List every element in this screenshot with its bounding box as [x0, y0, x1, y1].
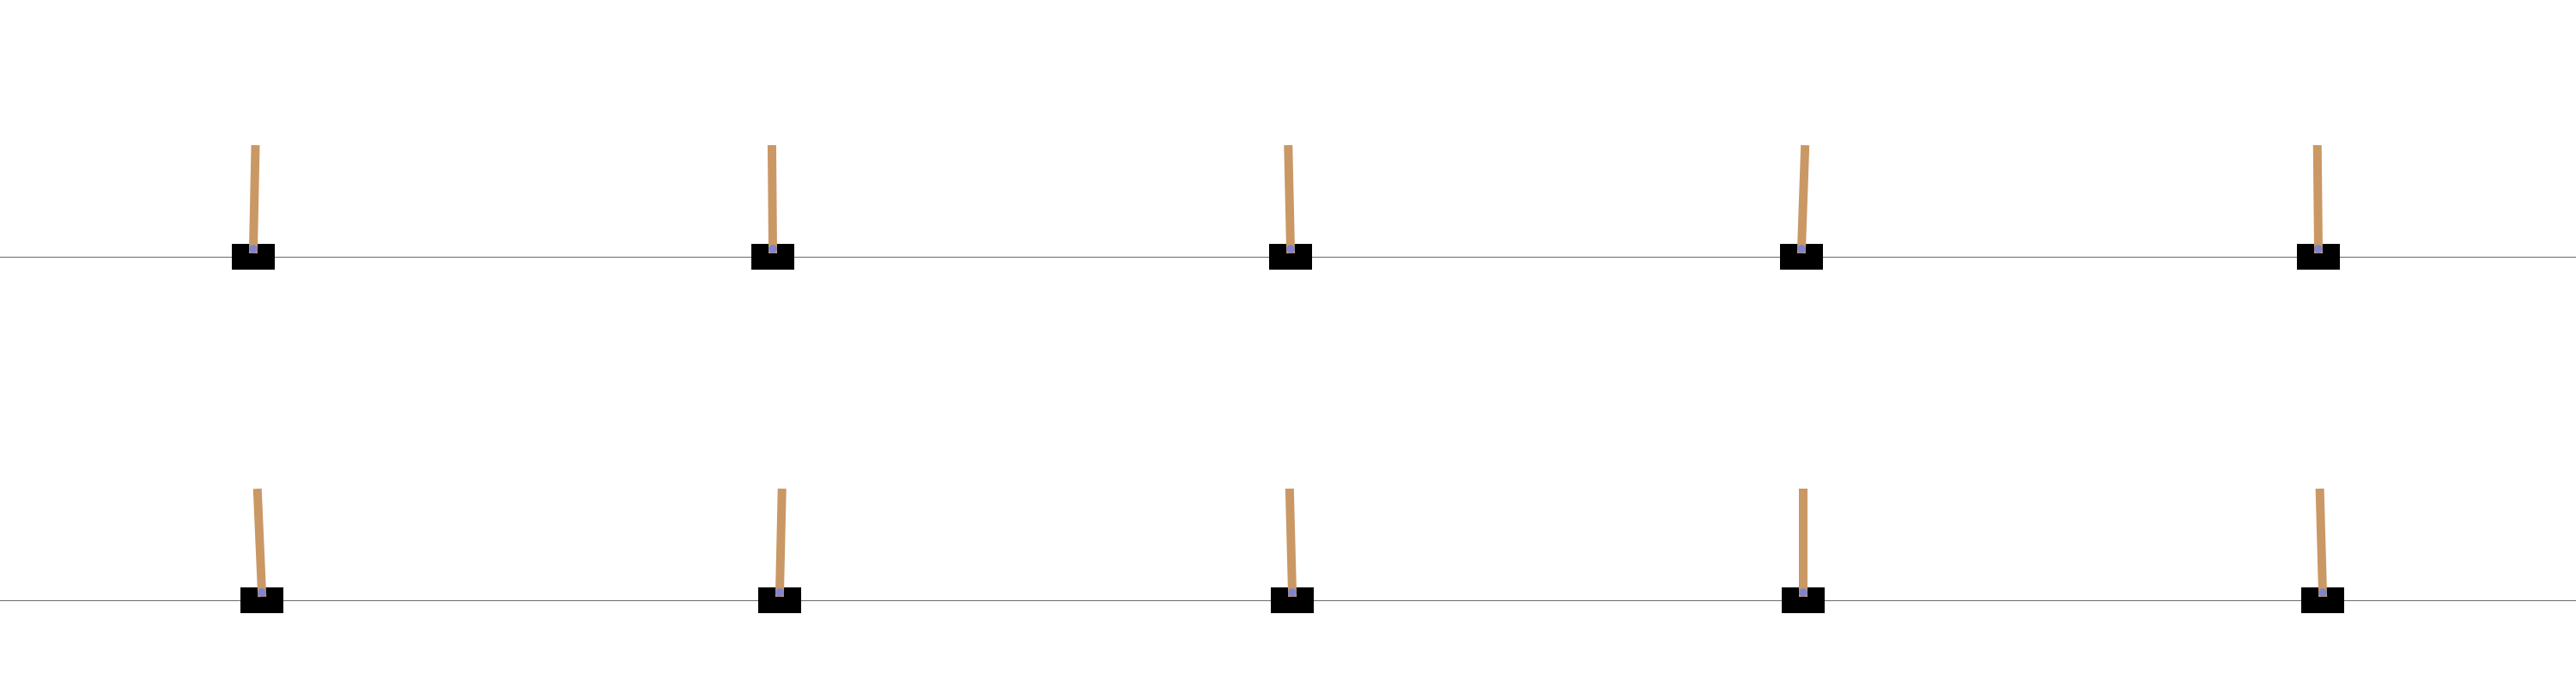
pole — [2312, 144, 2324, 254]
pole — [252, 488, 267, 598]
env-frame-8 — [1030, 344, 1546, 687]
pole — [767, 144, 778, 254]
pole — [1799, 489, 1807, 597]
env-frame-3 — [1030, 0, 1546, 344]
env-frame-5 — [2061, 0, 2576, 344]
axle — [2314, 245, 2323, 253]
env-frame-2 — [515, 0, 1030, 344]
axle — [249, 245, 258, 253]
pole — [248, 144, 260, 254]
axle — [775, 588, 784, 597]
env-frame-4 — [1546, 0, 2061, 344]
pole — [775, 488, 787, 598]
axle — [1799, 588, 1807, 597]
pole — [1796, 144, 1809, 254]
env-frame-10 — [2061, 344, 2576, 687]
axle — [2318, 588, 2327, 597]
env-frame-7 — [515, 344, 1030, 687]
axle — [1285, 245, 1295, 253]
env-frame-1 — [0, 0, 515, 344]
axle — [769, 245, 777, 253]
axle — [1796, 245, 1806, 253]
pole — [2315, 488, 2328, 598]
axle — [258, 588, 266, 597]
pole — [1285, 488, 1297, 598]
env-frame-6 — [0, 344, 515, 687]
env-frame-9 — [1546, 344, 2061, 687]
pole — [1283, 144, 1295, 254]
axle — [1288, 588, 1297, 597]
